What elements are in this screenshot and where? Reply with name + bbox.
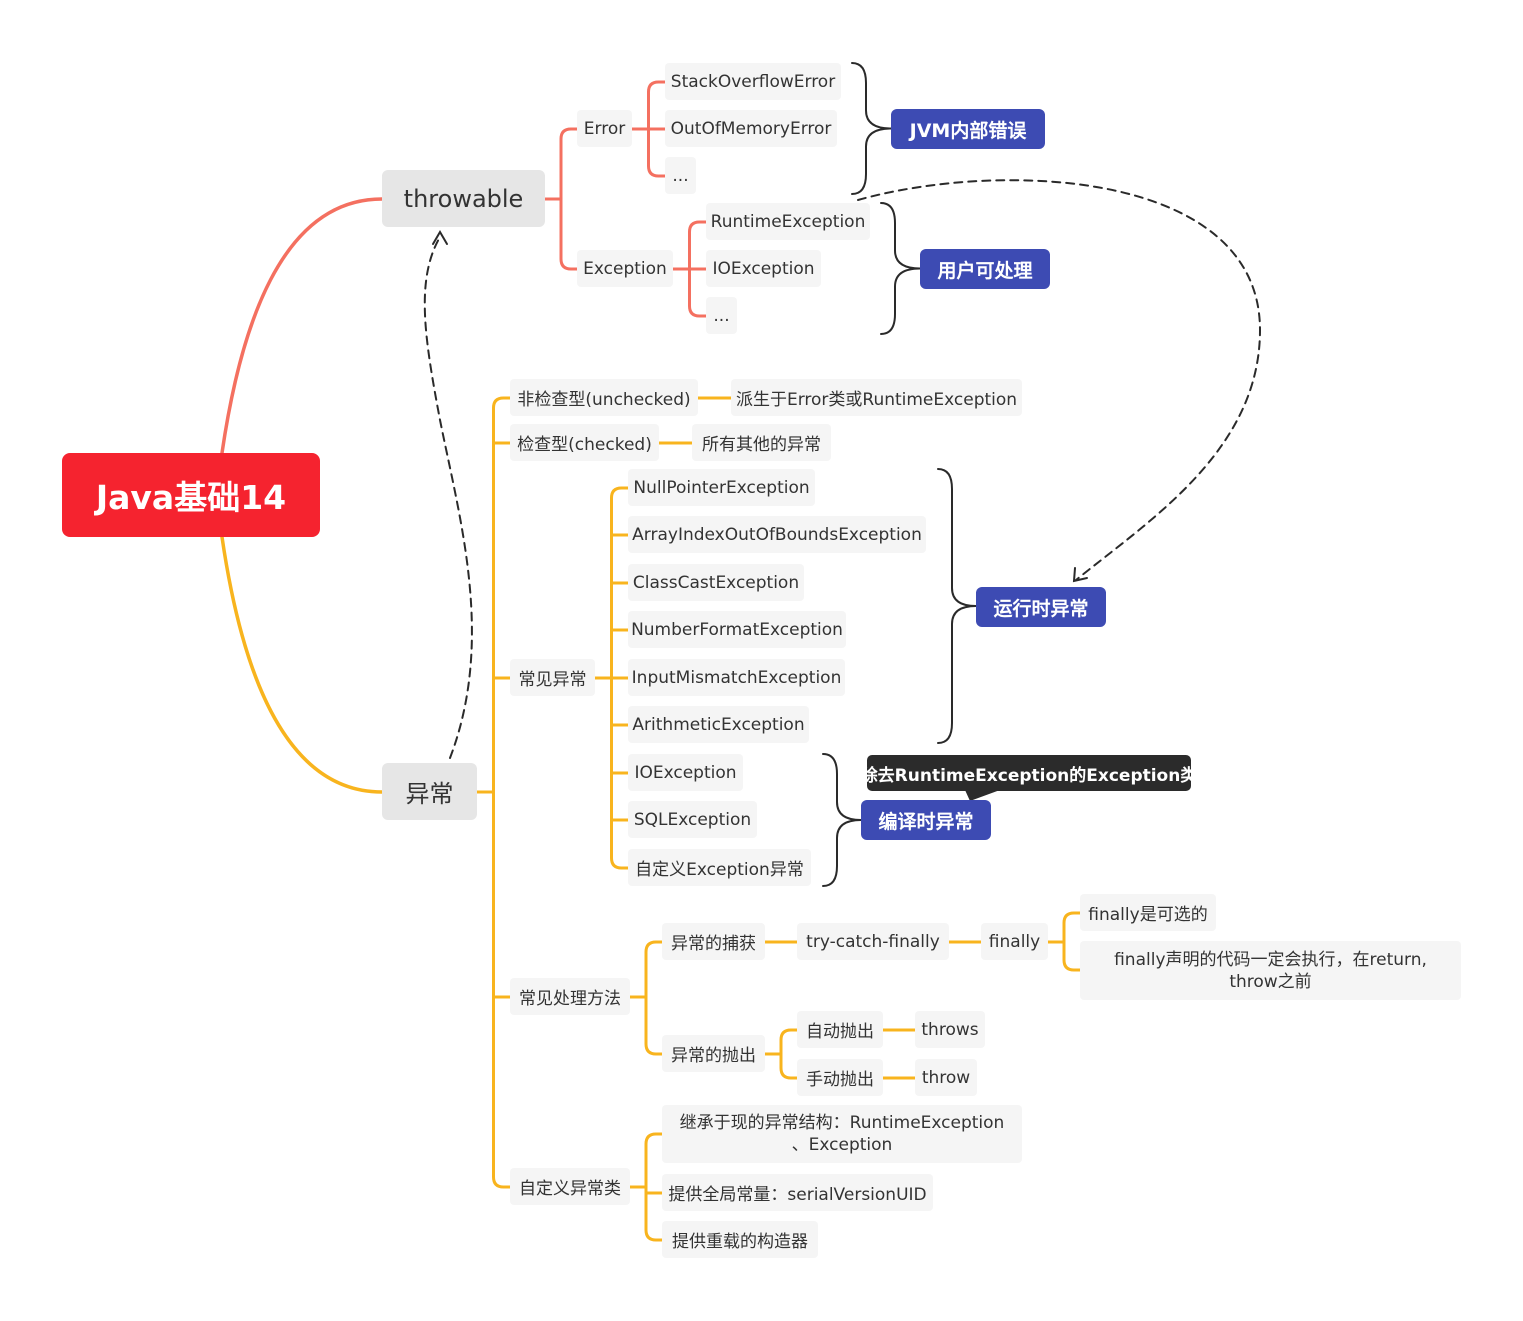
exception-node[interactable]: Exception (577, 250, 673, 287)
custom-exception-item[interactable]: 提供重载的构造器 (662, 1221, 818, 1258)
common-exception-item[interactable]: ClassCastException (628, 564, 804, 601)
throw-tree-branch (779, 1052, 799, 1080)
throwable-tree-branch (559, 127, 579, 201)
arrowhead-up-icon (432, 230, 448, 245)
callout-pointer (965, 790, 1000, 801)
common-exception-item[interactable]: ArithmeticException (628, 706, 809, 743)
error-item[interactable]: ... (665, 157, 696, 194)
error-brace (851, 62, 892, 195)
exception-to-throwable-arrow (423, 236, 473, 759)
custom-tree-branch (644, 1185, 664, 1242)
finally-tree-branch (1062, 940, 1082, 972)
throw-tree-branch (779, 1028, 799, 1056)
compile-brace (822, 753, 862, 887)
runtime-link-arrow (857, 179, 1262, 581)
common-exception-item[interactable]: NumberFormatException (628, 611, 846, 648)
custom-exception-node[interactable]: 自定义异常类 (510, 1168, 630, 1205)
finally-note[interactable]: finally是可选的 (1080, 894, 1216, 931)
throwable-tree-branch (559, 197, 579, 271)
root-to-throwable-curve (220, 197, 384, 455)
throws-keyword[interactable]: throws (915, 1011, 985, 1048)
custom-exception-item[interactable]: 继承于现的异常结构：RuntimeException 、Exception (662, 1105, 1022, 1163)
common-exception-item[interactable]: SQLException (628, 801, 757, 838)
unchecked-node[interactable]: 非检查型(unchecked) (510, 379, 698, 416)
finally-note[interactable]: finally声明的代码一定会执行，在return, throw之前 (1080, 941, 1461, 1000)
common-tree-branch (610, 676, 630, 870)
exception-item[interactable]: RuntimeException (706, 203, 870, 240)
common-exception-item[interactable]: IOException (628, 754, 743, 791)
exception-tree-branch (688, 267, 708, 318)
throw-node[interactable]: 异常的抛出 (662, 1035, 765, 1072)
exception-tree-branch (688, 220, 708, 271)
compile-exception-note[interactable]: 除去RuntimeException的Exception类 (861, 755, 1197, 791)
handling-node[interactable]: 常见处理方法 (510, 978, 630, 1015)
exception-brace (880, 202, 921, 335)
common-exception-item[interactable]: NullPointerException (628, 469, 815, 506)
exception-item[interactable]: ... (706, 297, 737, 334)
handling-tree-branch (644, 995, 664, 1056)
custom-exception-item[interactable]: 提供全局常量：serialVersionUID (662, 1174, 933, 1211)
manual-throw-node[interactable]: 手动抛出 (797, 1059, 883, 1096)
catch-node[interactable]: 异常的捕获 (662, 923, 765, 960)
exception-topic[interactable]: 异常 (382, 763, 477, 820)
handling-tree-branch (644, 940, 664, 999)
error-tree-branch (647, 80, 667, 131)
auto-throw-node[interactable]: 自动抛出 (797, 1011, 883, 1048)
error-item[interactable]: OutOfMemoryError (665, 110, 837, 147)
root-to-exception-curve (220, 535, 384, 794)
custom-tree-branch (644, 1132, 664, 1189)
common-exception-item[interactable]: ArrayIndexOutOfBoundsException (628, 516, 926, 553)
try-catch-finally-node[interactable]: try-catch-finally (797, 923, 949, 960)
exception-item[interactable]: IOException (706, 250, 821, 287)
common-exception-item[interactable]: InputMismatchException (628, 659, 845, 696)
common-tree-branch (610, 486, 630, 680)
arrowhead-down-icon (1072, 567, 1088, 583)
checked-node[interactable]: 检查型(checked) (510, 424, 659, 461)
unchecked-detail[interactable]: 派生于Error类或RuntimeException (731, 379, 1022, 416)
runtime-brace (937, 468, 977, 744)
finally-node[interactable]: finally (981, 923, 1048, 960)
exception-branch-tree-branch (492, 790, 512, 1189)
error-node[interactable]: Error (577, 110, 632, 147)
error-item[interactable]: StackOverflowError (665, 63, 841, 100)
throwable-topic[interactable]: throwable (382, 170, 545, 227)
throw-keyword[interactable]: throw (915, 1059, 977, 1096)
runtime-exception-tag[interactable]: 运行时异常 (976, 587, 1106, 627)
jvm-error-tag[interactable]: JVM内部错误 (891, 109, 1045, 149)
checked-detail[interactable]: 所有其他的异常 (692, 424, 831, 461)
user-handleable-tag[interactable]: 用户可处理 (920, 249, 1050, 289)
compile-exception-tag[interactable]: 编译时异常 (861, 800, 991, 840)
root-topic[interactable]: Java基础14 (62, 453, 320, 537)
exception-branch-tree-branch (492, 396, 512, 794)
common-exceptions-node[interactable]: 常见异常 (510, 659, 595, 696)
common-exception-item[interactable]: 自定义Exception异常 (628, 849, 811, 886)
finally-tree-branch (1062, 911, 1082, 944)
error-tree-branch (647, 127, 667, 178)
